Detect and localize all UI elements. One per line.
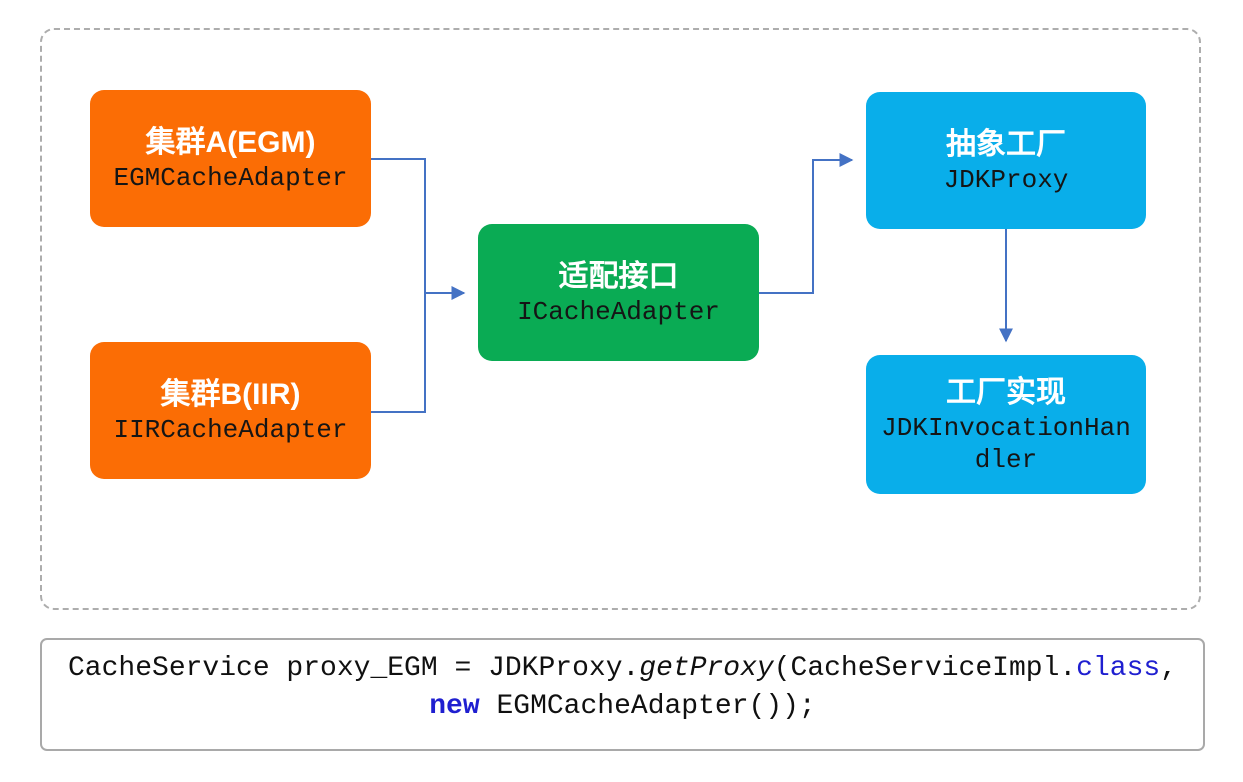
node-cluster-b: 集群B(IIR) IIRCacheAdapter	[90, 342, 371, 479]
code-token-method-getproxy: getProxy	[639, 653, 774, 684]
node-cluster-a: 集群A(EGM) EGMCacheAdapter	[90, 90, 371, 227]
node-abstract-factory-title: 抽象工厂	[946, 127, 1066, 161]
node-factory-implementation: 工厂实现 JDKInvocationHandler	[866, 355, 1146, 494]
code-token-keyword-new: new	[429, 691, 480, 722]
node-cluster-b-subtitle: IIRCacheAdapter	[113, 414, 348, 445]
code-token-keyword-class: class	[1076, 653, 1161, 684]
node-factory-implementation-subtitle: JDKInvocationHandler	[881, 412, 1131, 475]
node-abstract-factory-subtitle: JDKProxy	[943, 164, 1069, 195]
node-cluster-b-title: 集群B(IIR)	[160, 377, 301, 411]
node-factory-implementation-title: 工厂实现	[946, 375, 1066, 409]
node-cluster-a-subtitle: EGMCacheAdapter	[113, 162, 348, 193]
code-token-plain: CacheService proxy_EGM = JDKProxy.	[68, 653, 640, 684]
code-token-plain: (CacheServiceImpl.	[773, 653, 1077, 684]
code-token-plain: EGMCacheAdapter());	[479, 691, 816, 722]
code-line-2: new EGMCacheAdapter());	[42, 688, 1203, 726]
node-adapter-interface: 适配接口 ICacheAdapter	[478, 224, 759, 361]
code-line-1: CacheService proxy_EGM = JDKProxy.getPro…	[42, 650, 1203, 688]
code-token-plain: ,	[1160, 653, 1177, 684]
node-cluster-a-title: 集群A(EGM)	[145, 125, 316, 159]
node-abstract-factory: 抽象工厂 JDKProxy	[866, 92, 1146, 229]
node-adapter-interface-title: 适配接口	[558, 259, 679, 293]
node-adapter-interface-subtitle: ICacheAdapter	[517, 296, 720, 327]
code-block: CacheService proxy_EGM = JDKProxy.getPro…	[40, 638, 1205, 751]
